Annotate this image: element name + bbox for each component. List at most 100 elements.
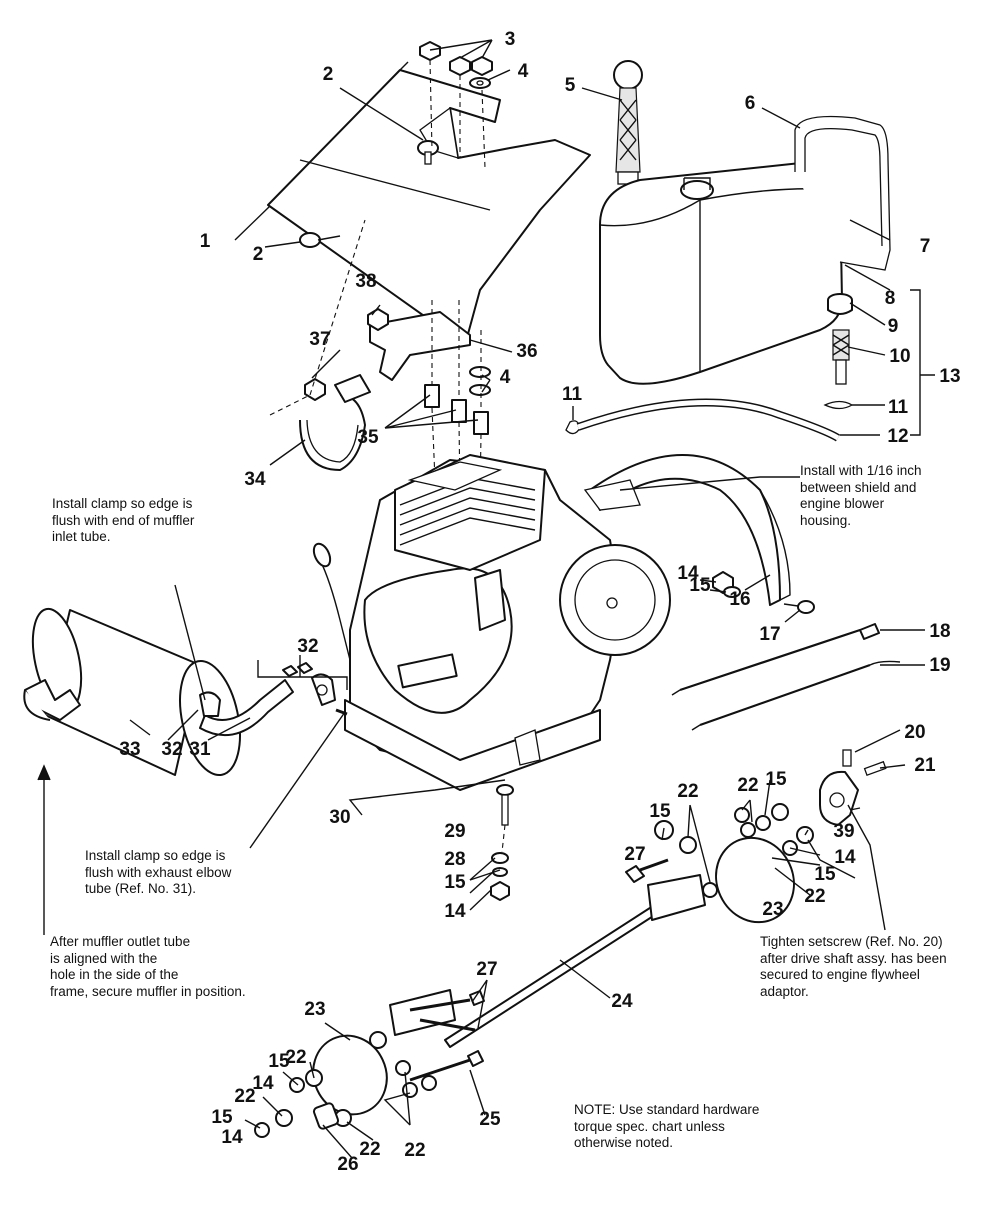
- note-line: secured to engine flywheel: [760, 967, 920, 982]
- callout-27: 27: [624, 844, 645, 865]
- note-muffler-inlet-clamp: Install clamp so edge is flush with end …: [52, 496, 194, 546]
- callout-26: 26: [337, 1154, 358, 1175]
- washers-lower: [469, 366, 491, 396]
- exhaust-clamp: [282, 662, 348, 716]
- note-line: otherwise noted.: [574, 1135, 674, 1150]
- callout-7: 7: [920, 236, 931, 257]
- callout-22: 22: [804, 886, 825, 907]
- coupling-disc-left: [312, 1034, 388, 1116]
- note-shield-gap: Install with 1/16 inch between shield an…: [800, 463, 922, 529]
- base-washers-nut: [490, 852, 510, 901]
- callout-17: 17: [759, 624, 780, 645]
- note-line: frame, secure muffler in position.: [50, 983, 246, 999]
- callout-13: 13: [939, 366, 960, 387]
- note-line: NOTE: Use standard hardware: [574, 1102, 760, 1117]
- note-line: between shield and: [800, 479, 917, 495]
- note-line: housing.: [800, 512, 852, 528]
- shield-screw-lower: [299, 232, 341, 248]
- strap-bolt: [304, 378, 326, 401]
- callout-22: 22: [234, 1086, 255, 1107]
- note-line: Tighten setscrew (Ref. No. 20): [760, 934, 943, 949]
- callout-21: 21: [914, 755, 936, 776]
- note-line: adaptor.: [760, 983, 809, 999]
- setscrew: [842, 749, 852, 767]
- callout-3: 3: [505, 29, 516, 50]
- callout-18: 18: [929, 621, 950, 642]
- note-line: Install clamp so edge is: [52, 496, 193, 511]
- drive-plate-fasteners-right: [654, 803, 814, 898]
- flywheel-adaptor: [819, 770, 859, 826]
- callout-15: 15: [765, 769, 787, 790]
- shield-screw: [783, 600, 815, 614]
- callout-19: 19: [929, 655, 950, 676]
- callout-15: 15: [268, 1051, 290, 1072]
- note-line: hole in the side of the: [50, 967, 179, 982]
- callout-23: 23: [762, 899, 783, 920]
- callout-22: 22: [359, 1139, 380, 1160]
- callout-4: 4: [518, 61, 529, 82]
- callout-2: 2: [253, 244, 264, 265]
- callout-22: 22: [285, 1047, 306, 1068]
- fuel-tank: [599, 160, 843, 385]
- callout-15: 15: [444, 872, 466, 893]
- callout-2: 2: [323, 64, 334, 85]
- callout-8: 8: [885, 288, 896, 309]
- hose-clamp-left: [565, 420, 581, 435]
- callout-25: 25: [479, 1109, 501, 1130]
- note-line: torque spec. chart unless: [574, 1118, 725, 1134]
- callout-15: 15: [649, 801, 671, 822]
- callout-37: 37: [309, 329, 330, 350]
- note-muffler-outlet: After muffler outlet tube is aligned wit…: [50, 934, 246, 1000]
- note-line: After muffler outlet tube: [50, 934, 191, 949]
- fuel-line: [576, 398, 841, 442]
- callout-31: 31: [189, 739, 211, 760]
- note-line: inlet tube.: [52, 529, 111, 544]
- callout-16: 16: [729, 589, 750, 610]
- hose-clamp-right: [823, 400, 854, 410]
- callout-15: 15: [689, 575, 711, 596]
- note-line: Install with 1/16 inch: [800, 463, 922, 478]
- choke-cable: [691, 660, 901, 731]
- fuel-grommet: [827, 293, 853, 315]
- callout-30: 30: [329, 807, 350, 828]
- callout-15: 15: [211, 1107, 233, 1128]
- engine: [312, 454, 621, 791]
- callout-11: 11: [562, 384, 583, 405]
- callout-32: 32: [161, 739, 182, 760]
- fuel-tank-vent-cap: [613, 60, 643, 185]
- callout-36: 36: [516, 341, 537, 362]
- callout-35: 35: [357, 427, 379, 448]
- callout-4: 4: [500, 367, 511, 388]
- callout-11: 11: [888, 397, 909, 418]
- callout-15: 15: [814, 864, 836, 885]
- muffler-clamp: [199, 691, 221, 717]
- note-exhaust-elbow-clamp: Install clamp so edge is flush with exha…: [85, 848, 231, 898]
- top-shield: [267, 61, 591, 346]
- coupling-bolt-right: [625, 858, 669, 883]
- note-hardware-torque: NOTE: Use standard hardware torque spec.…: [574, 1102, 759, 1152]
- fuel-filter: [832, 329, 850, 385]
- coupling-bolts-left: [409, 990, 485, 1032]
- callout-1: 1: [200, 231, 211, 252]
- callout-23: 23: [304, 999, 325, 1020]
- note-setscrew: Tighten setscrew (Ref. No. 20) after dri…: [760, 934, 947, 1000]
- mounting-bracket: [369, 311, 471, 381]
- callout-33: 33: [119, 739, 140, 760]
- blower-shield: [583, 454, 791, 606]
- note-line: after drive shaft assy. has been: [760, 950, 947, 966]
- throttle-cable: [671, 623, 880, 696]
- base-bolt: [496, 784, 514, 826]
- shield-nuts: [419, 41, 493, 76]
- callout-27: 27: [476, 959, 497, 980]
- callout-14: 14: [221, 1127, 243, 1148]
- callout-14: 14: [252, 1073, 274, 1094]
- note-line: Install clamp so edge is: [85, 848, 226, 863]
- bracket-nut: [367, 308, 389, 331]
- callout-22: 22: [677, 781, 698, 802]
- fuel-tank-strap: [794, 115, 891, 271]
- callout-22: 22: [737, 775, 758, 796]
- callout-20: 20: [904, 722, 925, 743]
- note-line: flush with exhaust elbow: [85, 864, 232, 880]
- callout-38: 38: [355, 271, 376, 292]
